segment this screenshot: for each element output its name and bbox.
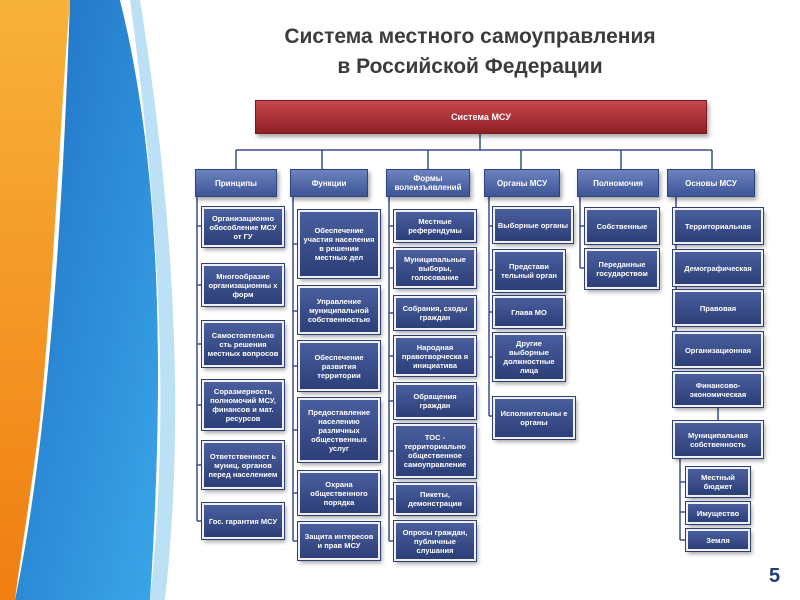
power-item: Переданные государством [584, 248, 660, 290]
foundation-item: Территориальная [672, 207, 764, 245]
lightblue-curve [130, 0, 176, 600]
body-item: Выборные органы [492, 206, 574, 244]
form-item: Пикеты, демонстрации [393, 482, 477, 516]
principle-item: Ответственност ь муниц. органов перед на… [201, 440, 285, 490]
function-item: Обеспечение развития территории [297, 340, 381, 392]
heading-principles: Принципы [195, 169, 277, 197]
form-item: Местные референдумы [393, 209, 477, 243]
root-node: Система МСУ [255, 100, 707, 134]
title-line-1: Система местного самоуправления [284, 25, 656, 48]
page-number: 5 [769, 565, 781, 587]
form-item: Собрания, сходы граждан [393, 295, 477, 331]
foundation-item: Муниципальная собственность [672, 420, 764, 459]
foundation-subitem: Имущество [685, 501, 751, 525]
principle-item: Самостоятельно сть решения местных вопро… [201, 320, 285, 368]
principle-item: Многообразие организационны х форм [201, 263, 285, 307]
heading-functions: Функции [290, 169, 368, 197]
body-item: Исполнительны е органы [492, 396, 576, 440]
foundation-item: Демографическая [672, 249, 764, 287]
principle-item: Организационно обособление МСУ от ГУ [201, 206, 285, 248]
form-item: Опросы граждан, публичные слушания [393, 520, 477, 562]
function-item: Защита интересов и прав МСУ [297, 521, 381, 561]
principle-item: Соразмерность полномочий МСУ, финансов и… [201, 379, 285, 431]
principle-item: Гос. гарантия МСУ [201, 502, 285, 540]
foundation-subitem: Земля [685, 528, 751, 552]
body-item: Представи тельный орган [492, 249, 566, 293]
orange-swoosh [0, 0, 70, 600]
form-item: Народная правотворческа я инициатива [393, 335, 477, 377]
function-item: Охрана общественного порядка [297, 470, 381, 516]
form-item: Обращения граждан [393, 382, 477, 420]
heading-powers: Полномочия [577, 169, 659, 197]
heading-foundations: Основы МСУ [667, 169, 755, 197]
body-item: Глава МО [492, 295, 566, 329]
function-item: Управление муниципальной собственностью [297, 285, 381, 335]
foundation-item: Правовая [672, 289, 764, 327]
blue-swoosh [15, 0, 159, 600]
slide-title: Система местного самоуправления в Россий… [250, 22, 690, 82]
function-item: Обеспечение участия населения в решении … [297, 209, 381, 279]
body-item: Другие выборные должностные лица [492, 332, 566, 382]
foundation-item: Организационная [672, 331, 764, 369]
form-item: ТОС - территориально общественное самоуп… [393, 423, 477, 479]
heading-bodies: Органы МСУ [484, 169, 560, 197]
heading-forms: Формы волеизъявлений [386, 169, 470, 197]
foundation-subitem: Местный бюджет [685, 466, 751, 498]
title-line-2: в Российской Федерации [337, 55, 603, 78]
foundation-item: Финансово-экономическая [672, 371, 764, 408]
function-item: Предоставление населению различных общес… [297, 397, 381, 463]
power-item: Собственные [584, 207, 660, 245]
form-item: Муниципальные выборы, голосование [393, 247, 477, 289]
